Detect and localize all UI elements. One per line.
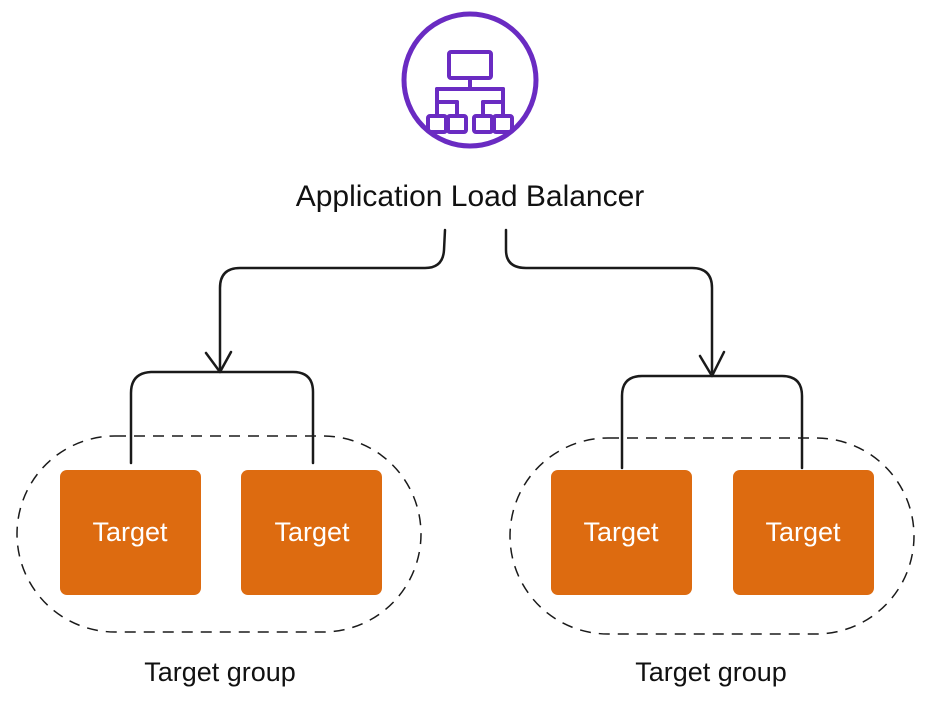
left-group-arrowhead (204, 350, 233, 374)
target-box-bg (733, 470, 874, 595)
target-box-bg (551, 470, 692, 595)
target-group-label: Target group (144, 657, 296, 687)
target-box-bg (241, 470, 382, 595)
target-label: Target (765, 517, 841, 547)
alb-label: Application Load Balancer (296, 180, 645, 213)
target-box: Target (733, 470, 874, 595)
target-group-label: Target group (635, 657, 787, 687)
right-target-group-outline (509, 437, 915, 635)
left-group-bracket (129, 370, 315, 465)
left-target-group-outline (16, 435, 422, 633)
alb-to-right-group-line (504, 228, 714, 374)
target-label: Target (583, 517, 659, 547)
connectors (129, 228, 804, 470)
target-label: Target (92, 517, 168, 547)
target-box-bg (60, 470, 201, 595)
target-box: Target (60, 470, 201, 595)
alb-icon (401, 11, 539, 149)
target-label: Target (274, 517, 350, 547)
right-group-bracket (620, 374, 804, 470)
target-box: Target (241, 470, 382, 595)
target-box: Target (551, 470, 692, 595)
alb-to-left-group-line (218, 228, 447, 372)
hierarchy-icon (426, 50, 514, 134)
